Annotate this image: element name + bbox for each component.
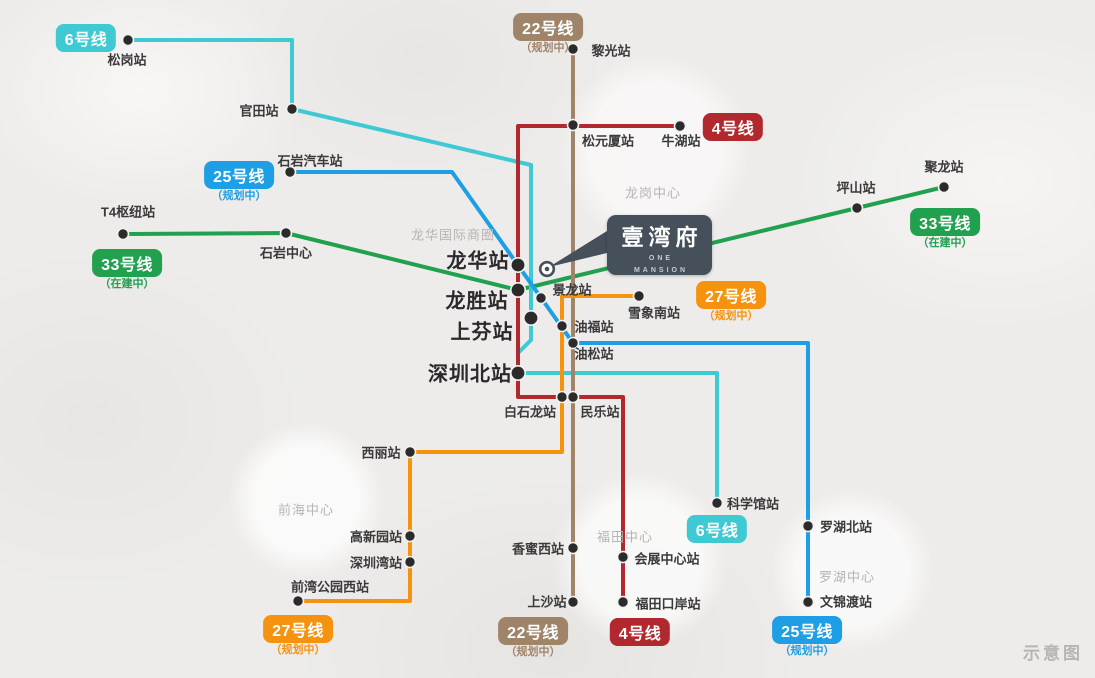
station-label: 油松站 xyxy=(574,346,614,362)
station-dot xyxy=(801,519,815,533)
station-label: 香蜜西站 xyxy=(511,541,565,557)
station-label: 上芬站 xyxy=(450,321,514,344)
station-label: 文锦渡站 xyxy=(819,594,873,610)
line-badge-status: （在建中） xyxy=(917,237,973,249)
station-label: 龙华站 xyxy=(446,250,510,273)
station-dot xyxy=(509,364,526,381)
station-dot xyxy=(116,227,130,241)
station-dot xyxy=(616,550,630,564)
station-dot xyxy=(566,42,580,56)
region-label: 龙岗中心 xyxy=(624,185,682,201)
station-label: 石岩汽车站 xyxy=(277,153,343,169)
region-label: 福田中心 xyxy=(596,529,654,545)
station-dot xyxy=(566,595,580,609)
station-dot xyxy=(522,309,539,326)
station-label: T4枢纽站 xyxy=(100,204,156,220)
line-badge-status: （规划中） xyxy=(211,190,267,202)
station-label: 罗湖北站 xyxy=(819,519,873,535)
region-label: 前海中心 xyxy=(277,502,335,518)
station-dot xyxy=(403,445,417,459)
station-label: 石岩中心 xyxy=(259,245,313,261)
station-label: 前湾公园西站 xyxy=(290,579,370,595)
station-label: 科学馆站 xyxy=(726,496,780,512)
region-label: 罗湖中心 xyxy=(818,569,876,585)
line-badge-status: （规划中） xyxy=(270,644,326,656)
station-label: 坪山站 xyxy=(836,180,876,196)
station-dot xyxy=(710,496,724,510)
station-dot xyxy=(632,289,646,303)
station-dot xyxy=(403,529,417,543)
station-label: 会展中心站 xyxy=(634,551,700,567)
station-label: 龙胜站 xyxy=(445,290,509,313)
station-dot xyxy=(850,201,864,215)
station-label: 松岗站 xyxy=(107,52,147,68)
station-dot xyxy=(566,336,580,350)
line-badge: 27号线 xyxy=(696,281,766,309)
line-badge: 33号线 xyxy=(92,249,162,277)
station-label: 福田口岸站 xyxy=(635,596,701,612)
station-dot xyxy=(566,118,580,132)
station-label: 高新园站 xyxy=(349,529,403,545)
line-badge-status: （规划中） xyxy=(703,310,759,322)
line-badge: 33号线 xyxy=(910,208,980,236)
station-dot xyxy=(566,390,580,404)
station-label: 牛湖站 xyxy=(661,133,701,149)
station-dot xyxy=(555,319,569,333)
station-dot xyxy=(673,119,687,133)
station-label: 黎光站 xyxy=(591,43,631,59)
line-badge: 6号线 xyxy=(55,24,117,52)
station-label: 民乐站 xyxy=(580,404,620,420)
property-name: 壹湾府 xyxy=(621,225,703,250)
line-badge: 25号线 xyxy=(772,616,842,644)
line-badge: 25号线 xyxy=(204,161,274,189)
property-marker-dot xyxy=(544,266,550,272)
line-badge-status: （在建中） xyxy=(99,278,155,290)
property-pointer xyxy=(549,231,607,267)
line-badge: 22号线 xyxy=(513,13,583,41)
line-path-line-6 xyxy=(126,38,719,505)
station-dot xyxy=(566,541,580,555)
station-dot xyxy=(283,165,297,179)
station-dot xyxy=(534,291,548,305)
station-dot xyxy=(279,226,293,240)
station-label: 景龙站 xyxy=(552,282,592,298)
station-dot xyxy=(291,594,305,608)
line-badge: 4号线 xyxy=(609,618,671,646)
station-label: 油福站 xyxy=(574,319,614,335)
line-badge-status: （规划中） xyxy=(505,646,561,658)
line-badge-status: （规划中） xyxy=(779,645,835,657)
station-label: 聚龙站 xyxy=(924,159,964,175)
station-label: 深圳北站 xyxy=(428,363,512,386)
station-label: 松元厦站 xyxy=(581,133,635,149)
station-dot xyxy=(801,595,815,609)
line-badge: 22号线 xyxy=(498,617,568,645)
station-dot xyxy=(937,180,951,194)
region-label: 龙华国际商圈 xyxy=(410,227,496,243)
station-dot xyxy=(121,33,135,47)
line-badge: 6号线 xyxy=(686,515,748,543)
station-dot xyxy=(509,281,526,298)
station-dot xyxy=(285,102,299,116)
station-label: 雪象南站 xyxy=(627,305,681,321)
line-path-line-27 xyxy=(296,294,641,603)
station-label: 深圳湾站 xyxy=(349,555,403,571)
line-badge: 27号线 xyxy=(263,615,333,643)
station-dot xyxy=(509,256,526,273)
station-label: 西丽站 xyxy=(361,445,401,461)
station-dot xyxy=(616,595,630,609)
station-label: 官田站 xyxy=(239,103,279,119)
station-label: 白石龙站 xyxy=(503,404,557,420)
legend-note: 示意图 xyxy=(1023,644,1083,663)
line-badge: 4号线 xyxy=(702,113,764,141)
station-dot xyxy=(403,555,417,569)
station-label: 上沙站 xyxy=(527,594,567,610)
line-badge-status: （规划中） xyxy=(520,42,576,54)
